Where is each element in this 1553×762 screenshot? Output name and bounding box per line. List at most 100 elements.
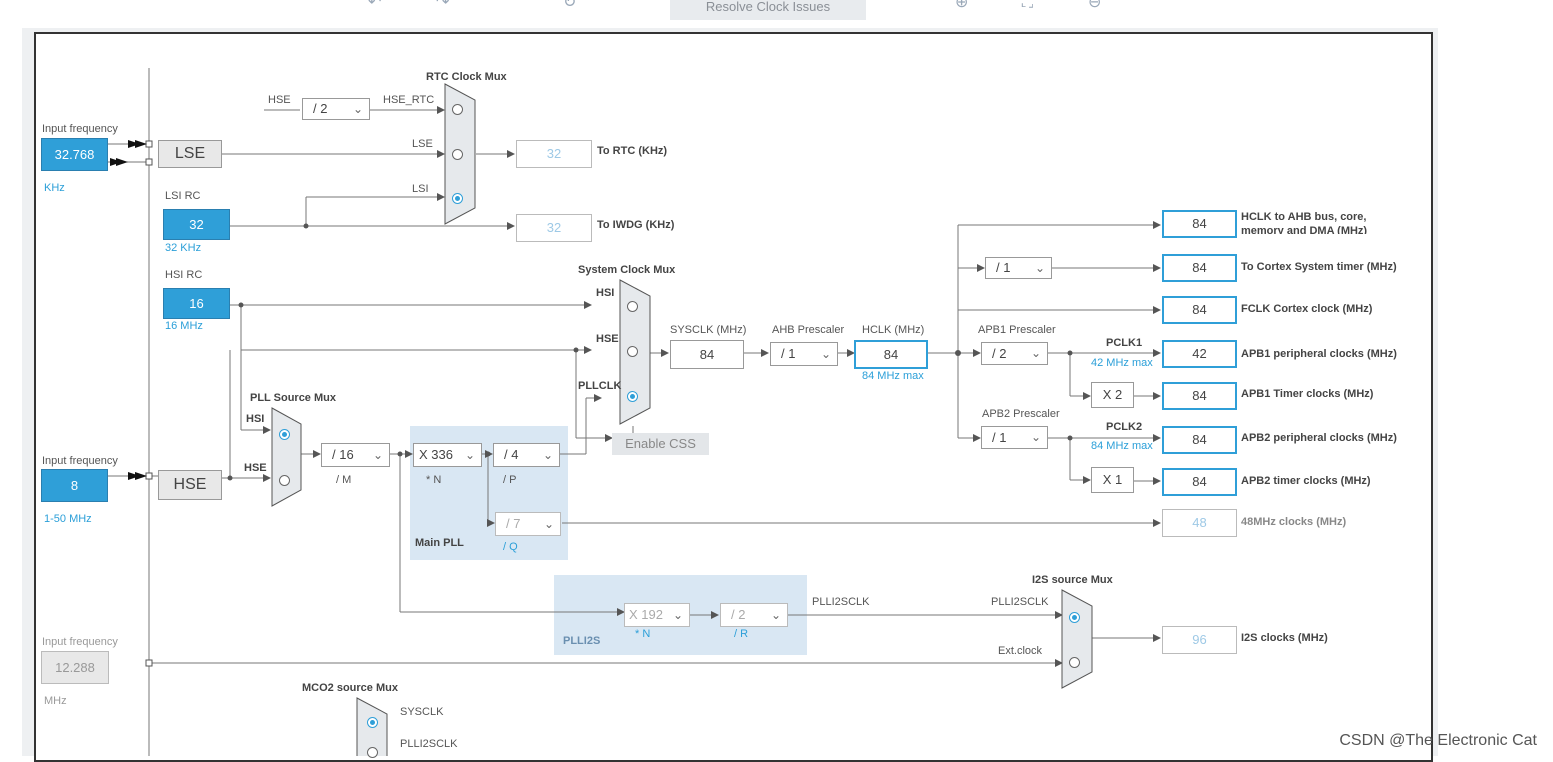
output-value-cortex-timer: 84 [1162, 254, 1237, 282]
cortex-timer-divider-select[interactable]: / 1 ⌄ [985, 257, 1052, 279]
rtc-lsi-input-label: LSI [412, 183, 429, 195]
mco2-radio-sysclk[interactable] [367, 717, 378, 728]
output-value-apb2-peripheral: 84 [1162, 426, 1237, 454]
hse-frequency-input[interactable]: 8 [41, 469, 108, 502]
i2smux-radio-extclock[interactable] [1069, 657, 1080, 668]
pllsrc-hsi-label: HSI [246, 413, 265, 425]
pll-p-value: / 4 [504, 447, 519, 462]
ahb-prescaler-value: / 1 [781, 346, 796, 361]
pll-m-divider-select[interactable]: / 16⌄ [321, 443, 390, 467]
plli2s-r-label: / R [734, 628, 749, 640]
output-value-hclk-ahb: 84 [1162, 210, 1237, 238]
pll-n-value: X 336 [419, 447, 453, 462]
ext-unit: MHz [44, 695, 67, 707]
hclk-label: HCLK (MHz) [862, 324, 925, 336]
lsi-unit: 32 KHz [165, 242, 202, 254]
cortex-divider-value: / 1 [996, 260, 1011, 275]
sysmux-radio-hse[interactable] [627, 346, 638, 357]
output-label-48mhz: 48MHz clocks (MHz) [1241, 516, 1347, 528]
hclk-input[interactable]: 84 [854, 340, 928, 369]
output-label-hclk-ahb: HCLK to AHB bus, core, memory and DMA (M… [1241, 211, 1368, 234]
apb2-prescaler-value: / 1 [992, 430, 1007, 445]
plli2s-n-label: * N [635, 628, 651, 640]
apb1-prescaler-label: APB1 Prescaler [978, 324, 1056, 336]
zoom-in-icon[interactable]: ⊕ [955, 0, 969, 11]
output-value-48mhz: 48 [1162, 509, 1237, 537]
apb1-prescaler-select[interactable]: / 2⌄ [981, 342, 1048, 365]
hse-unit: 1-50 MHz [44, 513, 92, 525]
pll-q-label: / Q [503, 541, 518, 553]
apb2-prescaler-select[interactable]: / 1 ⌄ [981, 426, 1048, 449]
pll-p-label: / P [503, 474, 517, 486]
pclk1-label: PCLK1 [1106, 337, 1143, 349]
output-label-apb1-peripheral: APB1 peripheral clocks (MHz) [1241, 348, 1397, 360]
pll-m-label: / M [336, 474, 352, 486]
i2s-clock-value: 96 [1162, 626, 1237, 654]
rtc-mux-title: RTC Clock Mux [426, 71, 507, 83]
chevron-down-icon: ⌄ [672, 608, 683, 622]
apb1-prescaler-value: / 2 [992, 346, 1007, 361]
sysclk-label: SYSCLK (MHz) [670, 324, 747, 336]
ahb-prescaler-select[interactable]: / 1⌄ [770, 342, 838, 366]
rtc-output-value: 32 [516, 140, 592, 168]
toolbar: ↶ ↷ ↻ Resolve Clock Issues ⊕ ⛶ ⊖ [0, 0, 1553, 26]
pll-q-value: / 7 [506, 516, 521, 531]
sysmux-radio-pllclk[interactable] [627, 391, 638, 402]
sysmux-hse-label: HSE [596, 333, 619, 345]
refresh-icon[interactable]: ↻ [563, 0, 577, 11]
sysmux-hsi-label: HSI [596, 287, 615, 299]
mco2-radio-plli2sclk[interactable] [367, 747, 378, 758]
rtc-hse-divider-select[interactable]: / 2 ⌄ [302, 98, 370, 120]
chevron-down-icon: ⌄ [1034, 261, 1045, 275]
output-label-apb1-timer: APB1 Timer clocks (MHz) [1241, 388, 1374, 400]
ext-frequency-input[interactable]: 12.288 [41, 651, 109, 684]
hclk-max: 84 MHz max [862, 370, 924, 382]
mco2-plli2sclk-label: PLLI2SCLK [400, 738, 458, 750]
pllsrc-radio-hsi[interactable] [279, 429, 290, 440]
resolve-clock-issues-button[interactable]: Resolve Clock Issues [670, 0, 866, 20]
rtc-mux-radio-hse[interactable] [452, 104, 463, 115]
pll-p-divider-select[interactable]: / 4⌄ [493, 443, 560, 467]
enable-css-button[interactable]: Enable CSS [612, 433, 709, 455]
pll-n-multiplier-select[interactable]: X 336 ⌄ [413, 443, 482, 467]
plli2s-r-divider-select[interactable]: / 2⌄ [720, 603, 788, 627]
lse-source-box: LSE [158, 140, 222, 168]
rtc-lse-input-label: LSE [412, 138, 433, 150]
apb2-timer-multiplier: X 1 [1091, 467, 1134, 493]
chevron-down-icon: ⌄ [464, 448, 475, 462]
hse-source-box: HSE [158, 470, 222, 500]
apb2-prescaler-label: APB2 Prescaler [982, 408, 1060, 420]
pllsrc-hse-label: HSE [244, 462, 267, 474]
lsi-value: 32 [163, 209, 230, 240]
iwdg-output-value: 32 [516, 214, 592, 242]
lse-input-frequency-label: Input frequency [42, 123, 118, 135]
iwdg-output-label: To IWDG (KHz) [597, 219, 675, 231]
i2smux-extclock-label: Ext.clock [998, 645, 1043, 657]
rtc-divider-value: / 2 [313, 101, 328, 116]
pll-n-label: * N [426, 474, 442, 486]
zoom-out-icon[interactable]: ⊖ [1088, 0, 1102, 11]
watermark: CSDN @The Electronic Cat [1339, 732, 1537, 749]
chevron-down-icon: ⌄ [352, 102, 363, 116]
pll-q-divider-select[interactable]: / 7⌄ [495, 512, 561, 536]
chevron-down-icon: ⌄ [1030, 430, 1041, 444]
sysmux-radio-hsi[interactable] [627, 301, 638, 312]
rtc-hse-input-label: HSE [268, 94, 291, 106]
rtc-mux-radio-lsi[interactable] [452, 193, 463, 204]
undo-icon[interactable]: ↶ [368, 0, 382, 11]
ahb-prescaler-label: AHB Prescaler [772, 324, 845, 336]
output-value-apb1-peripheral: 42 [1162, 340, 1237, 368]
apb1-timer-multiplier: X 2 [1091, 382, 1134, 408]
redo-icon[interactable]: ↷ [436, 0, 450, 11]
output-value-apb1-timer: 84 [1162, 382, 1237, 410]
rtc-mux-radio-lse[interactable] [452, 149, 463, 160]
lse-frequency-input[interactable]: 32.768 [41, 138, 108, 171]
i2smux-radio-plli2sclk[interactable] [1069, 612, 1080, 623]
i2s-clock-label: I2S clocks (MHz) [1241, 632, 1328, 644]
chevron-down-icon: ⌄ [372, 448, 383, 462]
plli2s-n-multiplier-select[interactable]: X 192⌄ [624, 603, 690, 627]
lsi-label: LSI RC [165, 190, 201, 202]
pllsrc-radio-hse[interactable] [279, 475, 290, 486]
fit-icon[interactable]: ⛶ [1022, 0, 1034, 11]
sysclk-value: 84 [670, 340, 744, 369]
